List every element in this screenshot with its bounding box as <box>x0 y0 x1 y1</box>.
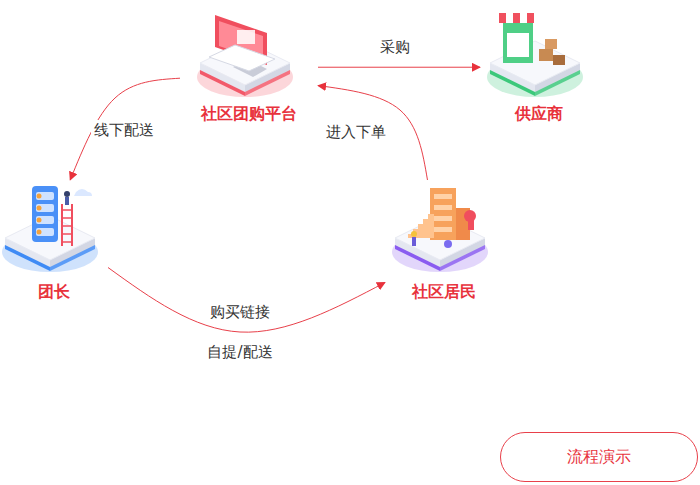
process-node: 社区居民 <box>385 180 503 305</box>
process-node: 供应商 <box>480 5 598 127</box>
node-title: 社区团购平台 <box>180 104 318 125</box>
process-node: 社区团购平台 <box>180 5 318 127</box>
edge-label: 进入下单 <box>323 122 389 142</box>
supplier-illustration <box>480 5 590 101</box>
flow-arrow <box>108 268 385 333</box>
flow-note: 自提/配送 <box>204 342 275 362</box>
flow-arrow <box>70 78 180 180</box>
demo-button: 流程演示 <box>500 432 698 482</box>
edge-label: 线下配送 <box>91 120 157 140</box>
button-text: 流程演示 <box>567 447 631 468</box>
process-node: 团长 <box>0 180 108 305</box>
node-title: 团长 <box>0 282 108 303</box>
edge-label: 购买链接 <box>207 302 273 322</box>
platform-illustration <box>180 5 310 101</box>
leader-illustration <box>0 180 100 279</box>
node-title: 社区居民 <box>385 282 503 303</box>
edge-label: 采购 <box>377 37 413 57</box>
node-title: 供应商 <box>480 104 598 125</box>
flow-arrow <box>318 67 480 68</box>
flow-arrow <box>318 86 427 180</box>
resident-illustration <box>385 180 495 279</box>
